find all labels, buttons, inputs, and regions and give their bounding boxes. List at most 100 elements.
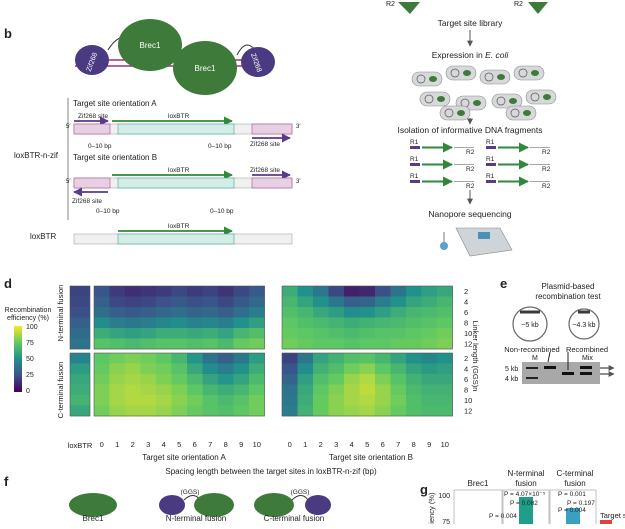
heatmap-cell-c-a <box>171 384 188 396</box>
heatmap-cell-n-a <box>249 317 265 329</box>
heatmap-cell-n-b <box>344 307 360 318</box>
heatmap-cell-c-a <box>171 374 188 385</box>
heatmap-cell-n-a <box>156 286 172 297</box>
heatmap-cell-c-a <box>94 363 110 375</box>
r2-top-right: R2 <box>514 1 523 8</box>
heatmap-cell-n-b <box>390 317 407 329</box>
plasmid-test-title-2: recombination test <box>535 292 601 301</box>
heatmap-cell-n-b <box>328 328 345 339</box>
heatmap-cell-c-a <box>187 353 203 364</box>
heatmap-cell-c-a <box>156 374 172 385</box>
zif-blob-right <box>241 47 275 77</box>
heatmap-cell-n-a <box>140 296 157 308</box>
heatmap-cell-n-b <box>313 317 329 329</box>
heatmap-cell-c-a <box>233 395 250 406</box>
heatmap-cell-n-b <box>313 328 329 339</box>
heatmap-cell-loxbtr-n <box>70 338 90 350</box>
heatmap-cell-c-a <box>94 353 110 364</box>
heatmap-cell-c-b <box>297 374 314 385</box>
heatmap-cell-c-a <box>109 384 126 396</box>
heatmap-cell-loxbtr-c <box>70 405 90 417</box>
heatmap-cell-c-a <box>233 405 250 417</box>
heatmap-cell-n-b <box>375 317 391 329</box>
heatmap-cell-n-b <box>328 338 345 350</box>
heatmap-cell-n-a <box>187 317 203 329</box>
svg-text:R1: R1 <box>410 173 419 180</box>
heatmap-cell-n-b <box>421 286 438 297</box>
heatmap-cell-c-b <box>282 353 298 364</box>
heatmap-cell-n-b <box>375 338 391 350</box>
heatmap-cell-n-b <box>390 296 407 308</box>
heatmap-cell-n-b <box>421 317 438 329</box>
heatmap-cell-loxbtr-c <box>70 395 90 406</box>
ecoli-cells <box>411 65 557 121</box>
plasmid-size-2: ~4.3 kb <box>572 322 595 329</box>
heatmap-cell-c-b <box>328 405 345 417</box>
x-tick-label: 6 <box>193 440 197 449</box>
heatmap-cell-loxbtr-n <box>70 307 90 318</box>
heatmap-cell-n-b <box>406 317 422 329</box>
heatmap-cell-c-a <box>94 374 110 385</box>
heatmap-cell-n-a <box>125 307 141 318</box>
heatmap-cell-n-b <box>297 317 314 329</box>
heatmap-cell-c-a <box>140 363 157 375</box>
heatmap-cell-c-a <box>187 374 203 385</box>
heatmap-cell-n-a <box>156 307 172 318</box>
heatmap-cell-c-a <box>249 395 265 406</box>
panel-label-f: f <box>4 474 9 489</box>
heatmap-cell-n-a <box>233 328 250 339</box>
ecoli-cell <box>491 93 523 109</box>
marker-4kb: 4 kb <box>505 376 518 383</box>
heatmap-cell-n-a <box>233 338 250 350</box>
p-n-2: P = 0.082 <box>510 500 538 507</box>
ecoli-cell <box>505 105 537 121</box>
heatmap-cell-c-b <box>344 374 360 385</box>
heatmap-cell-n-b <box>437 317 453 329</box>
ecoli-cell <box>479 69 511 85</box>
heatmap-cell-c-a <box>156 395 172 406</box>
heatmap-cell-n-b <box>406 338 422 350</box>
heatmap-cell-n-b <box>421 328 438 339</box>
heatmap-cell-n-b <box>375 296 391 308</box>
orientation-b-diagram: Target site orientation B loxBTR Zif268 … <box>66 153 301 215</box>
heatmap-cell-n-a <box>156 338 172 350</box>
heatmap-cell-n-a <box>249 307 265 318</box>
heatmap-cell-c-b <box>406 363 422 375</box>
colorbar-tick-25: 25 <box>26 372 34 379</box>
heatmap-cell-n-a <box>171 328 188 339</box>
heatmap-cell-c-b <box>375 395 391 406</box>
heatmap-cell-loxbtr-c <box>70 363 90 375</box>
heatmap-cell-c-a <box>202 395 219 406</box>
x-tick-label: 9 <box>427 440 431 449</box>
state-recombined: Recombined <box>566 345 608 354</box>
row-label-c-terminal: C-terminal fusion <box>56 362 65 419</box>
brec1-label-right: Brec1 <box>195 64 216 73</box>
bar-n-terminal <box>519 497 533 527</box>
heatmap-cell-c-a <box>202 405 219 417</box>
heatmap-cell-c-b <box>297 395 314 406</box>
panel-g-col-c-1: C-terminal <box>557 469 594 478</box>
orientation-a-diagram: Target site orientation A Zif268 site lo… <box>66 99 301 150</box>
heatmap-frame-n-b <box>281 285 453 350</box>
x-tick-label: 2 <box>131 440 135 449</box>
heatmap-cell-c-b <box>406 384 422 396</box>
heatmap-cell-n-b <box>406 328 422 339</box>
heatmap-cell-c-a <box>171 353 188 364</box>
heatmap-cell-c-a <box>94 395 110 406</box>
colorbar-tick-50: 50 <box>26 356 34 363</box>
panel-f-brec1: Brec1 <box>83 514 104 523</box>
x-tick-label: 4 <box>162 440 166 449</box>
heatmap-cell-c-b <box>375 353 391 364</box>
heatmap-cell-c-a <box>218 384 234 396</box>
heatmap-cell-c-b <box>297 405 314 417</box>
svg-text:R2: R2 <box>542 183 551 190</box>
heatmap-cell-c-a <box>140 353 157 364</box>
heatmap-cell-n-b <box>344 296 360 308</box>
heatmap-cell-c-a <box>125 363 141 375</box>
panel-label-d: d <box>4 276 12 291</box>
heatmap-cell-c-a <box>125 353 141 364</box>
heatmap-cell-c-a <box>156 363 172 375</box>
heatmap-cell-n-b <box>390 328 407 339</box>
